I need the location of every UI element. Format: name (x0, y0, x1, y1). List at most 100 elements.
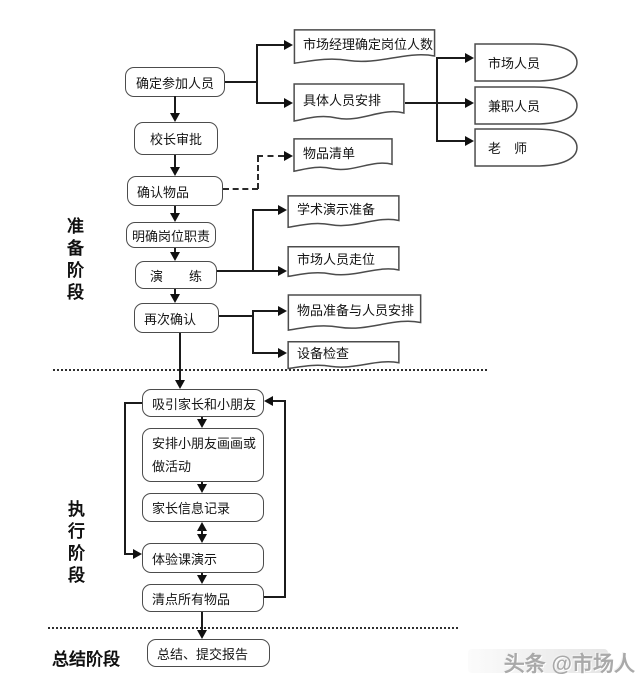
arrowhead-down (170, 213, 180, 222)
connector-line (125, 402, 142, 404)
arrowhead-right (278, 306, 287, 316)
node-label: 老 师 (488, 141, 528, 156)
arrowhead-right (465, 98, 474, 108)
node-label: 确定参加人员 (135, 75, 214, 91)
watermark-band (468, 649, 608, 673)
flow-node-drill: 演 练 (135, 261, 217, 289)
connector-line (252, 310, 278, 312)
node-label: 物品清单 (303, 145, 356, 161)
dashed-connector-line (257, 156, 259, 189)
arrowhead-down (197, 484, 207, 493)
connector-line (256, 44, 284, 46)
flow-node-summarize: 总结、提交报告 (147, 639, 270, 667)
document-shape (287, 195, 400, 229)
node-label: 市场经理确定岗位人数 (303, 37, 434, 52)
node-label: 明确岗位职责 (131, 228, 210, 244)
connector-line (174, 289, 176, 294)
node-label: 具体人员安排 (303, 93, 382, 108)
flow-node-manager-headcount: 市场经理确定岗位人数 (293, 29, 436, 65)
phase-label-summary: 总结阶段 (52, 650, 120, 669)
flow-node-principal-approval: 校长审批 (134, 122, 218, 155)
flow-node-items-and-personnel: 物品准备与人员安排 (287, 294, 422, 332)
connector-line (273, 400, 285, 402)
delay-shape (474, 86, 578, 125)
node-label: 演 练 (149, 268, 202, 284)
document-shape (287, 341, 400, 370)
flow-node-confirm-items: 确认物品 (127, 176, 223, 206)
arrowhead-down (170, 294, 180, 303)
flow-node-parent-info: 家长信息记录 (142, 493, 264, 522)
arrowhead-right (284, 40, 293, 50)
arrowhead-right (284, 151, 293, 161)
connector-line (179, 333, 181, 380)
connector-line (174, 155, 176, 167)
arrowhead-right (278, 205, 287, 215)
node-label: 学术演示准备 (297, 202, 376, 217)
flow-node-personnel-arrangement: 具体人员安排 (293, 83, 405, 123)
node-label: 确认物品 (137, 184, 190, 200)
connector-line (252, 209, 254, 272)
document-shape (293, 83, 405, 123)
connector-line (252, 352, 278, 354)
flow-node-arrange-activity: 安排小朋友画画或做活动 (142, 428, 264, 482)
arrowhead-right (465, 136, 474, 146)
connector-line (201, 612, 203, 631)
flow-node-count-items: 清点所有物品 (142, 584, 264, 612)
arrowhead-right (465, 53, 474, 63)
flow-node-confirm-participants: 确定参加人员 (125, 67, 225, 97)
phase-label-execute: 执行阶段 (65, 500, 84, 588)
connector-line (284, 400, 286, 598)
connector-line (201, 529, 203, 537)
connector-line (256, 102, 284, 104)
phase-label-prepare: 准备阶段 (64, 217, 83, 305)
connector-line (252, 310, 254, 354)
connector-line (174, 248, 176, 252)
delay-shape (474, 43, 578, 82)
node-label: 再次确认 (144, 311, 197, 327)
arrowhead-down (175, 380, 185, 389)
node-label: 市场人员走位 (297, 252, 376, 267)
connector-line (201, 417, 203, 420)
delay-shape (474, 128, 578, 167)
flow-node-item-list: 物品清单 (293, 138, 393, 173)
connector-line (174, 206, 176, 213)
separator-execute-summary (48, 627, 458, 629)
connector-line (201, 573, 203, 576)
connector-line (217, 270, 278, 272)
document-shape (293, 29, 436, 65)
arrowhead-up (197, 522, 207, 531)
arrowhead-down (197, 534, 207, 543)
node-label: 家长信息记录 (152, 501, 231, 516)
connector-line (436, 57, 438, 142)
connector-line (201, 482, 203, 485)
node-label: 清点所有物品 (152, 591, 231, 607)
node-label: 设备检查 (297, 345, 350, 361)
connector-line (219, 315, 254, 317)
connector-line (405, 102, 465, 104)
node-label: 物品准备与人员安排 (297, 303, 415, 318)
node-label: 体验课演示 (152, 551, 218, 567)
flow-node-equipment-check: 设备检查 (287, 341, 400, 370)
flow-node-parttime-staff: 兼职人员 (474, 86, 578, 125)
separator-prepare-execute (53, 369, 487, 371)
arrowhead-left (264, 396, 273, 406)
dashed-connector-line (223, 188, 258, 190)
connector-line (124, 402, 126, 554)
arrowhead-right (278, 348, 287, 358)
flow-node-academic-demo-prep: 学术演示准备 (287, 195, 400, 229)
connector-line (124, 553, 133, 555)
node-label: 市场人员 (488, 56, 541, 71)
node-label: 兼职人员 (488, 99, 541, 114)
arrowhead-right (278, 266, 287, 276)
arrowhead-down (197, 630, 207, 639)
watermark-text: 头条 @市场人 (503, 653, 635, 676)
arrowhead-down (170, 113, 180, 122)
arrowhead-down (170, 167, 180, 176)
flow-node-attract: 吸引家长和小朋友 (142, 389, 264, 417)
node-label: 吸引家长和小朋友 (152, 396, 257, 412)
connector-line (174, 96, 176, 113)
flow-node-trial-demo: 体验课演示 (142, 543, 264, 573)
node-label: 总结、提交报告 (157, 646, 249, 662)
arrowhead-down (197, 419, 207, 428)
